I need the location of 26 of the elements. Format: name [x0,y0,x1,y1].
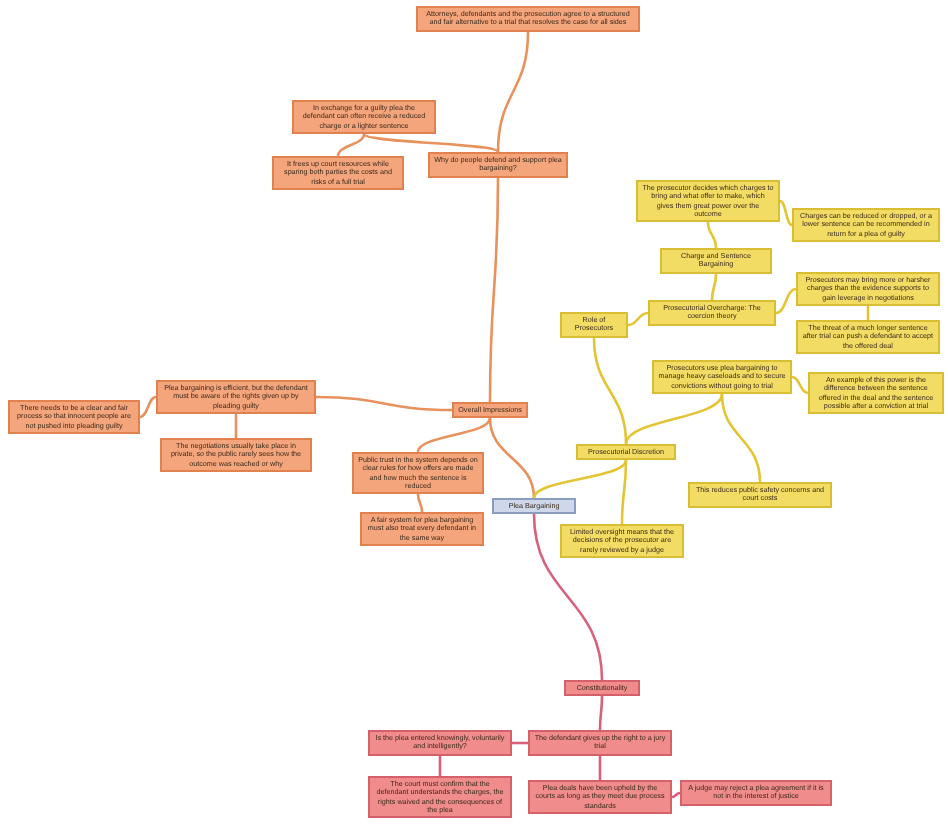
connector-line [234,414,238,438]
connector-line [532,459,628,499]
connector-line [336,133,366,157]
connector-line [416,493,424,513]
connector-line [624,393,724,445]
connector-line [775,287,797,315]
connector-line [620,460,628,524]
connector-line [496,31,530,153]
connector-line [488,178,500,402]
connector-line [671,791,681,799]
connector-line [416,417,492,453]
connector-line [706,221,718,249]
connector-line [139,395,157,419]
connector-line [627,311,649,327]
connector-line [710,273,718,301]
connector-line [598,696,604,730]
connector-line [598,756,602,780]
connector-line [532,513,604,681]
connector-line [438,756,442,776]
connector-line [791,375,809,395]
connector-line [779,199,793,227]
connector-line [315,395,453,412]
connector-line [363,132,499,154]
connector-line [720,393,762,483]
connector-line [592,337,628,445]
connector-line [488,417,536,499]
